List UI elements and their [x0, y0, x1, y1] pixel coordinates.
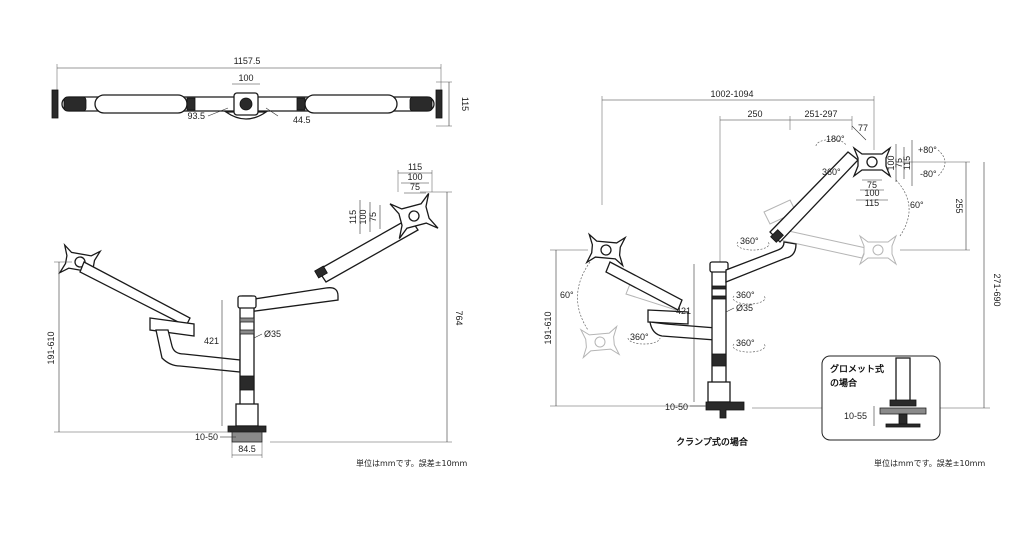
- rv-pole-diameter-label: Ø35: [736, 303, 753, 313]
- plate-v-100-label: 100: [886, 155, 896, 170]
- height-255-label: 255: [954, 198, 964, 213]
- side-vesa-100-v-label: 100: [358, 209, 368, 224]
- plate-h-115-label: 115: [865, 198, 879, 208]
- rv-left-height-label: 191-610: [543, 311, 553, 344]
- side-vesa-115-v-label: 115: [348, 210, 358, 224]
- side-height-range-label: 191-610: [46, 331, 56, 364]
- right-note: 単位はmmです。誤差±10mm: [874, 458, 985, 468]
- reach-label: 1002-1094: [710, 89, 753, 99]
- plate-v-115-label: 115: [902, 156, 912, 170]
- clamp-caption: クランプ式の場合: [676, 436, 749, 448]
- tilt-up-label: +80°: [918, 145, 937, 155]
- top-width-label: 1157.5: [234, 56, 261, 66]
- angle-60-left-label: 60°: [560, 290, 574, 300]
- side-vesa-75-label: 75: [410, 182, 420, 192]
- rot-180-label: 180°: [826, 134, 845, 144]
- left-side-view: 115 100 75 115 100 75 764 191-610 421 Ø3…: [46, 162, 467, 468]
- seg-250-label: 250: [747, 109, 762, 119]
- top-left-offset-label: 93.5: [187, 111, 205, 121]
- side-pole-diameter-label: Ø35: [264, 329, 281, 339]
- rot-360-e-label: 360°: [630, 332, 649, 342]
- rv-right-vesa-plate: [852, 146, 892, 178]
- left-note: 単位はmmです。誤差±10mm: [356, 458, 467, 468]
- angle-60-right-label: 60°: [910, 200, 924, 210]
- plate-h-100-label: 100: [864, 188, 879, 198]
- grommet-inset: グロメット式 の場合 10-55: [821, 355, 941, 441]
- right-view: 1002-1094 250 251-297 77: [543, 89, 1002, 468]
- rot-360-d-label: 360°: [736, 338, 755, 348]
- rv-left-vesa-plate: [585, 232, 627, 268]
- seg-251-297-label: 251-297: [804, 109, 837, 119]
- plate-h-75-label: 75: [867, 180, 877, 190]
- height-271-690-label: 271-690: [992, 273, 1002, 306]
- grommet-title-line1: グロメット式: [830, 363, 884, 375]
- top-center-width-label: 100: [238, 73, 253, 83]
- grommet-title-line2: の場合: [830, 377, 858, 389]
- rot-360-c-label: 360°: [736, 290, 755, 300]
- top-height-label: 115: [460, 97, 470, 111]
- side-total-height-label: 764: [454, 310, 464, 325]
- grommet-range-label: 10-55: [844, 411, 867, 421]
- rot-360-a-label: 360°: [822, 167, 841, 177]
- left-top-view: 1157.5 100 93.5 44.5 115: [51, 56, 470, 127]
- seg-77-label: 77: [858, 123, 868, 133]
- top-right-offset-label: 44.5: [293, 115, 311, 125]
- side-base-width-label: 84.5: [238, 444, 256, 454]
- plate-v-75-label: 75: [894, 158, 904, 168]
- side-vesa-115-label: 115: [408, 162, 422, 172]
- rv-clamp-range-label: 10-50: [665, 402, 688, 412]
- side-vesa-75-v-label: 75: [368, 212, 378, 222]
- side-arm-length-label: 421: [204, 336, 219, 346]
- side-clamp-range-label: 10-50: [195, 432, 218, 442]
- rot-360-b-label: 360°: [740, 236, 759, 246]
- tilt-down-label: -80°: [920, 169, 937, 179]
- right-vesa-plate: [389, 193, 439, 239]
- side-vesa-100-label: 100: [407, 172, 422, 182]
- rv-arm-length-label: 421: [676, 306, 691, 316]
